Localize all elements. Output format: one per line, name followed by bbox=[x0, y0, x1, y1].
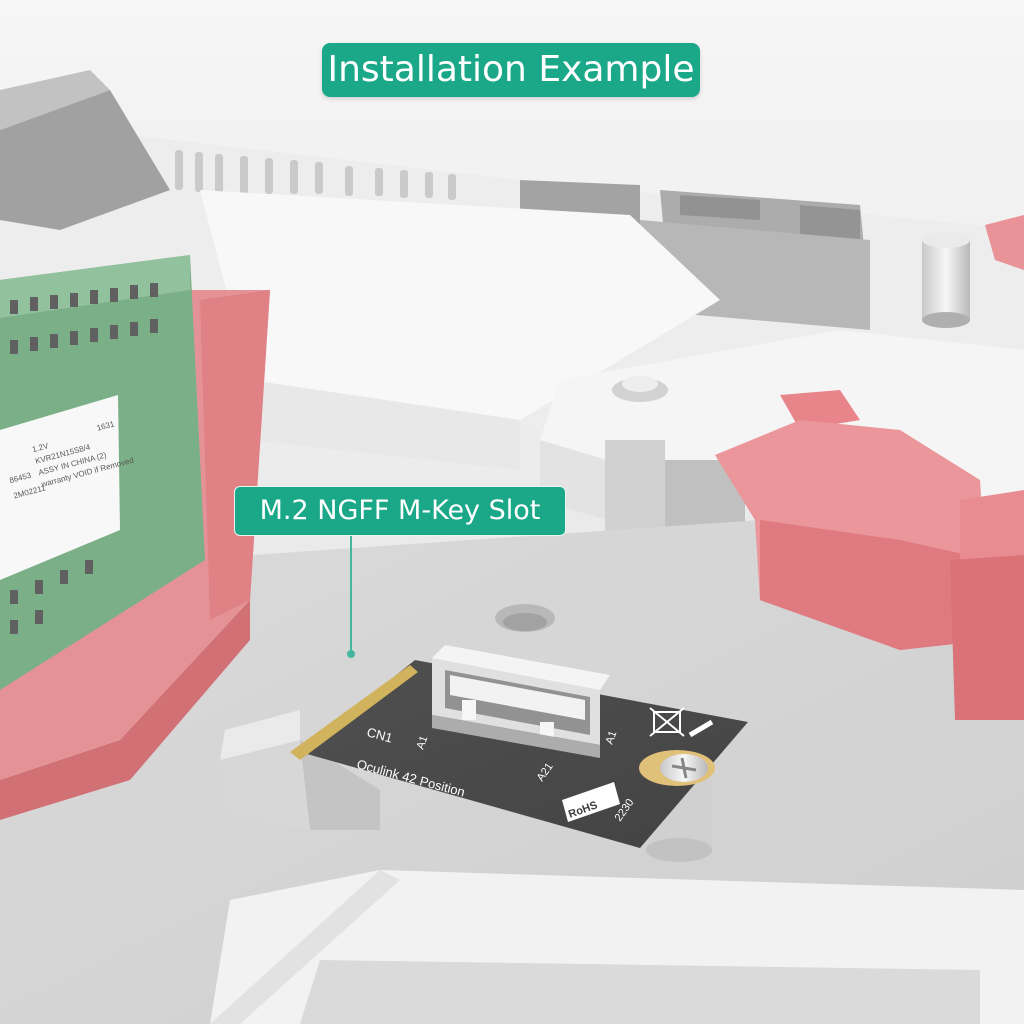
pin-a1-left-label: A1 bbox=[415, 734, 431, 751]
svg-text:1.2V: 1.2V bbox=[31, 441, 50, 454]
cn1-label: CN1 bbox=[365, 724, 394, 745]
m2-slot bbox=[220, 710, 380, 830]
header-pins bbox=[175, 150, 456, 200]
red-latches bbox=[715, 215, 1024, 720]
weee-symbol bbox=[649, 707, 714, 738]
oculink-adapter-card bbox=[290, 645, 748, 848]
page-title: Installation Example bbox=[322, 43, 700, 97]
pin-a1-right-label: A1 bbox=[604, 729, 620, 746]
screw bbox=[660, 754, 708, 782]
oculink-connector bbox=[432, 645, 610, 758]
rohs-mark bbox=[562, 782, 620, 822]
capacitor bbox=[922, 232, 970, 328]
m2-slot-callout-label: M.2 NGFF M-Key Slot bbox=[234, 486, 566, 536]
ram-module bbox=[0, 255, 205, 690]
callout-dot bbox=[347, 650, 355, 658]
